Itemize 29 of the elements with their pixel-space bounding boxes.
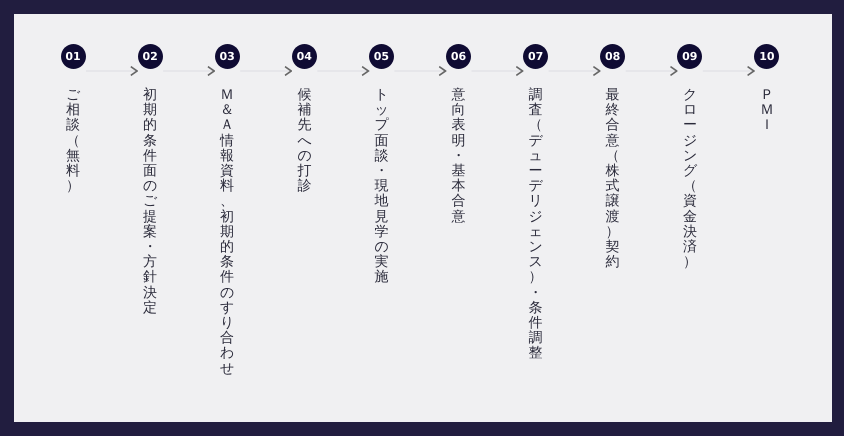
step-label: トップ面談・現地見学の実施: [373, 88, 390, 286]
step-number-badge: 01: [60, 44, 86, 69]
chevron-arrow: [625, 66, 678, 76]
chevron-arrow: [471, 66, 524, 76]
chevron-arrow: [702, 66, 755, 76]
chevron-arrow: [240, 66, 292, 76]
chevron-arrow: [86, 66, 138, 76]
step-label: ご相談（無料）: [65, 88, 81, 194]
step-label: 意向表明・基本合意: [450, 88, 466, 225]
step-label: 初期的条件面のご提案・方針決定: [142, 88, 158, 316]
step-number-badge: 04: [292, 44, 317, 69]
step-number-badge: 09: [677, 44, 702, 69]
chevron-arrow: [548, 66, 600, 76]
step-label: クロージング（資金決済）: [682, 88, 698, 270]
step-number-badge: 05: [368, 44, 394, 69]
step-label: Ｍ＆Ａ情報資料、初期的条件のすり合わせ: [219, 88, 236, 377]
step-label: ＰＭＩ: [758, 88, 775, 134]
step-number-badge: 06: [446, 44, 471, 69]
chevron-arrow: [162, 66, 215, 76]
step-number-badge: 02: [138, 44, 163, 69]
step-label: 調査（デューデリジェンス）・条件調整: [528, 88, 544, 362]
step-number-badge: 08: [600, 44, 626, 69]
step-number-badge: 10: [754, 44, 780, 69]
chevron-arrow: [316, 66, 370, 76]
step-number-badge: 07: [523, 44, 548, 69]
step-label: 候補先への打診: [296, 88, 312, 194]
step-number-badge: 03: [214, 44, 240, 69]
step-label: 最終合意（株式譲渡）契約: [604, 88, 621, 270]
chevron-arrow: [394, 66, 446, 76]
